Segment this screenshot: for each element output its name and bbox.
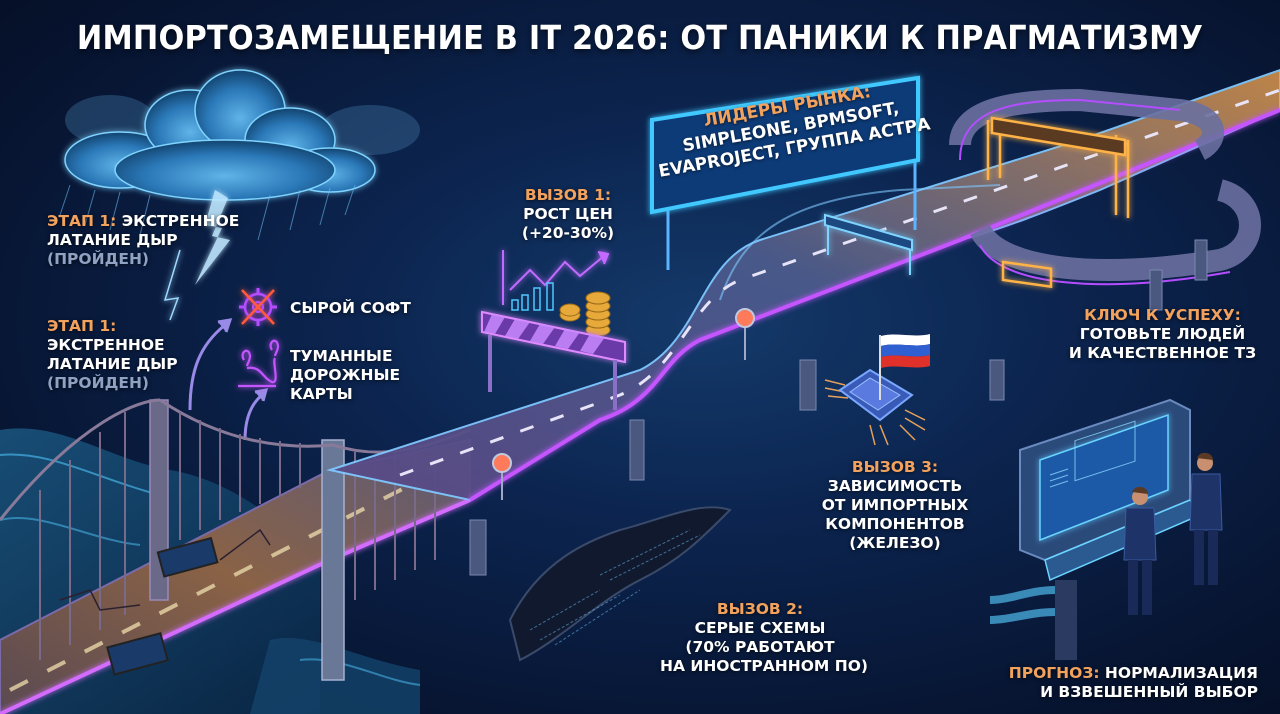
chip-with-flag-icon bbox=[824, 334, 930, 446]
risk-foggy-line3: КАРТЫ bbox=[290, 385, 353, 403]
risk-foggy-line1: ТУМАННЫЕ bbox=[290, 347, 393, 365]
stage1-top-line2: ЛАТАНИЕ ДЫР bbox=[47, 231, 178, 249]
page-title: ИМПОРТОЗАМЕЩЕНИЕ В IT 2026: ОТ ПАНИКИ К … bbox=[76, 18, 1204, 57]
key-to-success-prefix: КЛЮЧ К УСПЕХУ: bbox=[1084, 306, 1241, 324]
engineer-figure bbox=[1123, 486, 1157, 615]
engineer-figure bbox=[1189, 452, 1223, 585]
key-to-success-line2: ГОТОВЬТЕ ЛЮДЕЙ bbox=[1079, 325, 1246, 343]
stage1-bottom-prefix: ЭТАП 1: bbox=[47, 317, 117, 335]
market-leaders-sign bbox=[650, 75, 920, 270]
challenge3-label: ВЫЗОВ 3: ЗАВИСИМОСТЬ ОТ ИМПОРТНЫХ КОМПОН… bbox=[820, 458, 970, 553]
challenge2-line3: (70% РАБОТАЮТ bbox=[685, 638, 835, 656]
stage1-bottom-line3: ЛАТАНИЕ ДЫР bbox=[47, 355, 178, 373]
challenge3-line3: ОТ ИМПОРТНЫХ bbox=[821, 496, 969, 514]
engineers-console-icon bbox=[989, 398, 1223, 660]
challenge3-prefix: ВЫЗОВ 3: bbox=[851, 458, 939, 476]
highway-illustration bbox=[326, 68, 1280, 576]
challenge3-line5: (ЖЕЛЕЗО) bbox=[849, 534, 941, 552]
challenge3-line4: КОМПОНЕНТОВ bbox=[825, 515, 965, 533]
old-bridge-illustration bbox=[0, 398, 471, 714]
challenge2-prefix: ВЫЗОВ 2: bbox=[716, 600, 804, 618]
key-to-success-label: КЛЮЧ К УСПЕХУ: ГОТОВЬТЕ ЛЮДЕЙ И КАЧЕСТВЕ… bbox=[1060, 306, 1265, 363]
signal-post-icon bbox=[492, 308, 755, 500]
stage1-top-status: (ПРОЙДЕН) bbox=[47, 250, 150, 268]
risk-raw-software-text: СЫРОЙ СОФТ bbox=[290, 299, 411, 317]
risk-raw-software-label: СЫРОЙ СОФТ bbox=[290, 299, 411, 318]
crossed-gear-icon bbox=[239, 288, 277, 326]
progress-arrows bbox=[188, 318, 269, 441]
forecast-prefix: ПРОГНОЗ: bbox=[1008, 664, 1100, 682]
stage1-bottom-label: ЭТАП 1: ЭКСТРЕННОЕ ЛАТАНИЕ ДЫР (ПРОЙДЕН) bbox=[47, 317, 178, 393]
storm-cloud-icon bbox=[59, 69, 420, 321]
forecast-label: ПРОГНОЗ: НОРМАЛИЗАЦИЯ И ВЗВЕШЕННЫЙ ВЫБОР bbox=[1009, 664, 1258, 702]
challenge2-label: ВЫЗОВ 2: СЕРЫЕ СХЕМЫ (70% РАБОТАЮТ НА ИН… bbox=[660, 600, 868, 676]
challenge1-line2: РОСТ ЦЕН bbox=[523, 205, 613, 223]
key-to-success-line3: И КАЧЕСТВЕННОЕ ТЗ bbox=[1068, 344, 1257, 362]
route-map-icon bbox=[238, 339, 280, 388]
price-barrier-icon bbox=[481, 250, 626, 410]
stage1-top-label: ЭТАП 1: ЭКСТРЕННОЕ ЛАТАНИЕ ДЫР (ПРОЙДЕН) bbox=[47, 212, 239, 269]
risk-foggy-line2: ДОРОЖНЫЕ bbox=[290, 366, 401, 384]
stage1-bottom-line2: ЭКСТРЕННОЕ bbox=[47, 336, 165, 354]
challenge1-prefix: ВЫЗОВ 1: bbox=[524, 186, 612, 204]
risk-foggy-roadmaps-label: ТУМАННЫЕ ДОРОЖНЫЕ КАРТЫ bbox=[290, 347, 400, 404]
forecast-line2: И ВЗВЕШЕННЫЙ ВЫБОР bbox=[1040, 683, 1258, 701]
challenge2-line2: СЕРЫЕ СХЕМЫ bbox=[694, 619, 826, 637]
code-chasm-icon bbox=[508, 506, 732, 662]
challenge2-line4: НА ИНОСТРАННОМ ПО) bbox=[660, 657, 868, 675]
challenge1-label: ВЫЗОВ 1: РОСТ ЦЕН (+20-30%) bbox=[498, 186, 638, 243]
forecast-line1: НОРМАЛИЗАЦИЯ bbox=[1099, 664, 1258, 682]
challenge1-line3: (+20-30%) bbox=[521, 224, 615, 242]
success-gateway-icon bbox=[986, 116, 1130, 289]
stage1-bottom-status: (ПРОЙДЕН) bbox=[47, 374, 150, 392]
stage1-top-prefix: ЭТАП 1: bbox=[47, 212, 117, 230]
stage1-top-line1: ЭКСТРЕННОЕ bbox=[116, 212, 240, 230]
challenge3-line2: ЗАВИСИМОСТЬ bbox=[827, 477, 963, 495]
